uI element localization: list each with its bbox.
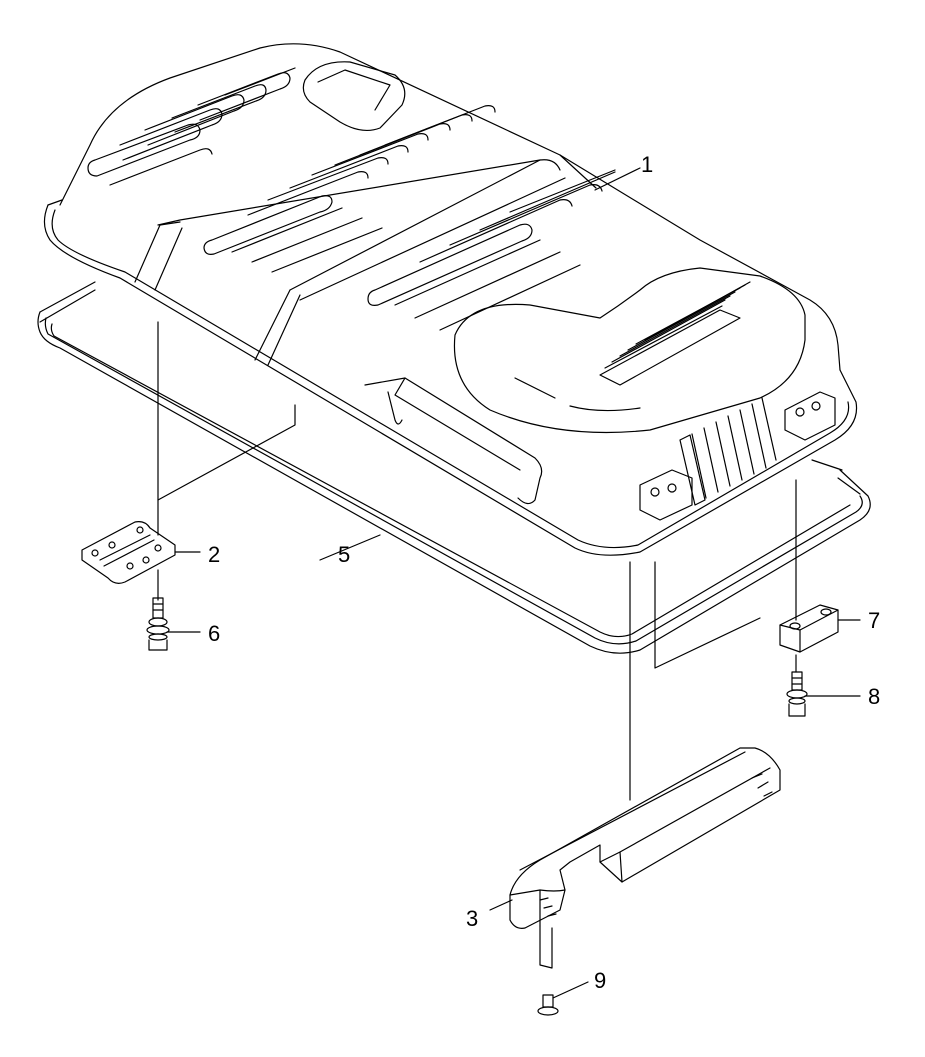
bolt-part-6 [146,597,201,651]
hinge-part-2 [81,521,201,584]
guide-lines [157,321,797,801]
gasket-part-5 [37,281,871,654]
cover-part-1 [43,43,858,556]
leader-lines [319,534,381,561]
callout-2: 2 [208,542,220,567]
callout-1: 1 [641,152,653,177]
callouts: 1 2 3 5 6 7 8 9 [208,152,880,993]
block-part-7 [779,604,861,653]
bolt-part-8 [786,671,861,717]
handle-part-3 [489,747,781,969]
callout-3: 3 [466,906,478,931]
callout-6: 6 [208,621,220,646]
rivet-part-9 [537,981,589,1016]
callout-8: 8 [868,684,880,709]
callout-9: 9 [594,968,606,993]
callout-5: 5 [338,542,350,567]
callout-7: 7 [868,608,880,633]
